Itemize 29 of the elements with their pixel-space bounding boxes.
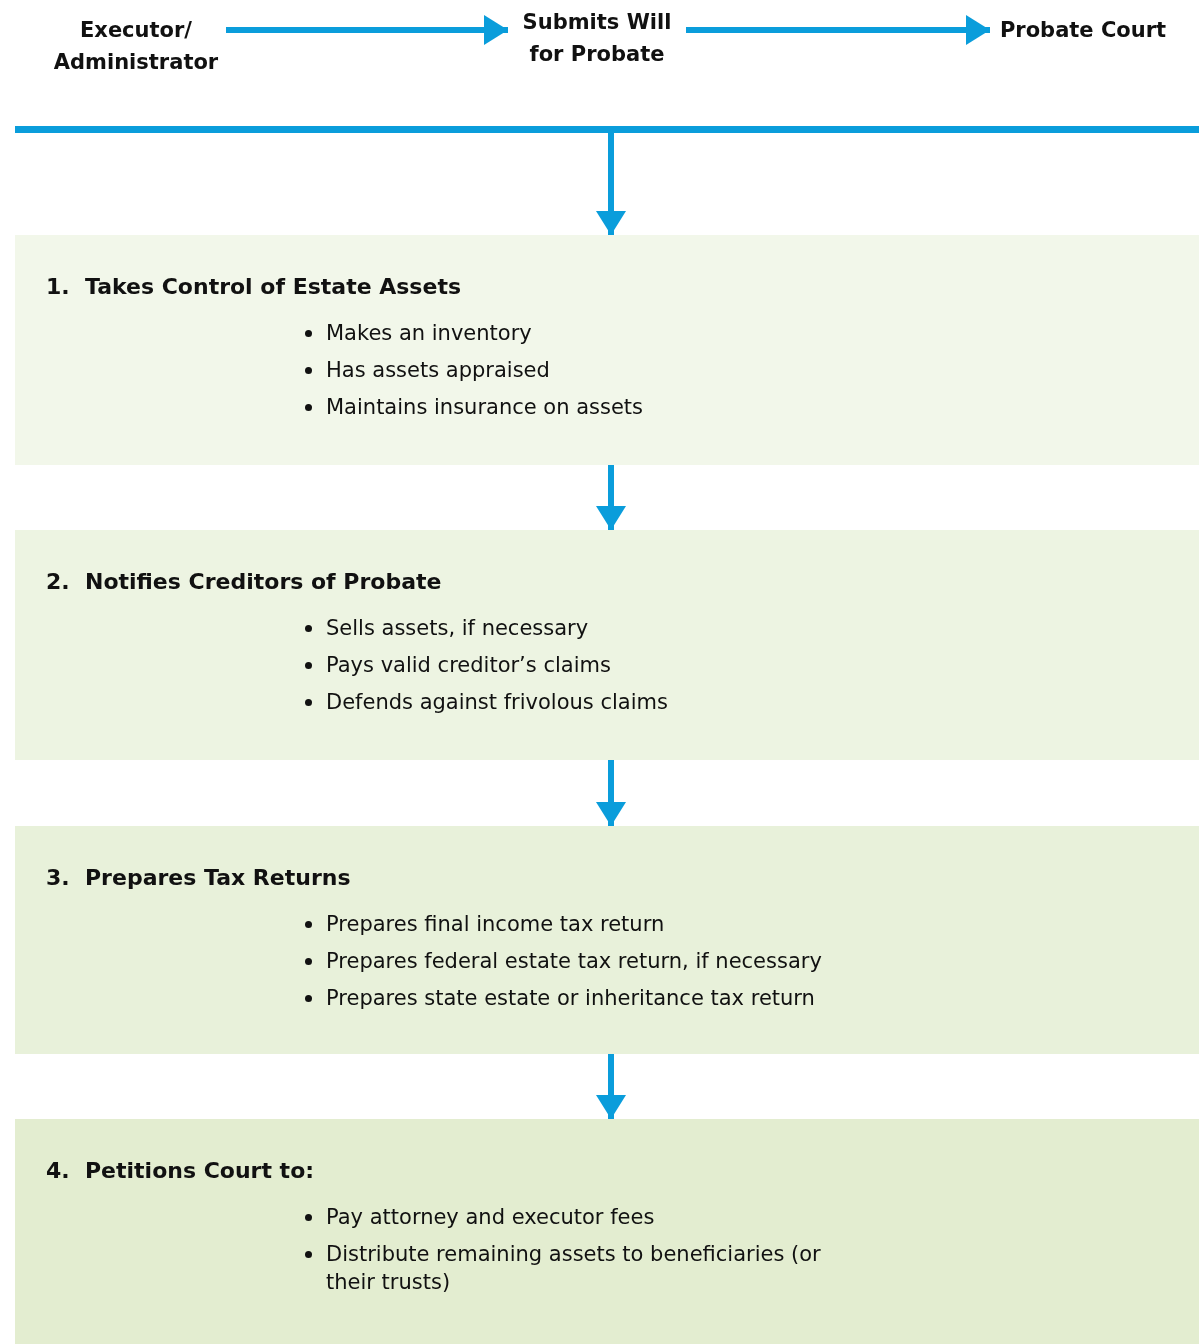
arrow [596, 465, 626, 530]
bullet-text: Prepares federal estate tax return, if necessary [326, 949, 822, 973]
step-heading: 4. Petitions Court to: [46, 1158, 315, 1183]
step-panel [15, 1119, 1199, 1344]
step-heading: 2. Notifies Creditors of Probate [46, 569, 442, 594]
bullet-text: Prepares final income tax return [326, 912, 665, 936]
arrow [596, 133, 626, 235]
bullet-text: Pays valid creditor’s claims [326, 653, 611, 677]
step-label: Probate Court [990, 14, 1176, 48]
arrow [596, 1054, 626, 1119]
bullet-text: Distribute remaining assets to beneficiaries (or their trusts) [326, 1242, 821, 1294]
arrow [596, 760, 626, 826]
bullet-text: Prepares state estate or inheritance tax return [326, 986, 815, 1010]
step-label: Executor/ Administrator [46, 14, 226, 80]
step-heading: 1. Takes Control of Estate Assets [46, 274, 461, 299]
step-heading: 3. Prepares Tax Returns [46, 865, 351, 890]
bullet-text: Has assets appraised [326, 358, 550, 382]
bullet-text: Pay attorney and executor fees [326, 1205, 655, 1229]
step-panel [15, 826, 1199, 1054]
divider-bar [15, 126, 1199, 133]
bullet-text: Defends against frivolous claims [326, 690, 668, 714]
step-label: Submits Will for Probate [508, 6, 686, 72]
arrow [226, 15, 508, 45]
arrow [686, 15, 990, 45]
step-panel [15, 530, 1199, 760]
bullet-text: Makes an inventory [326, 321, 532, 345]
bullet-text: Maintains insurance on assets [326, 395, 644, 419]
bullet-text: Sells assets, if necessary [326, 616, 589, 640]
step-panel [15, 235, 1199, 465]
